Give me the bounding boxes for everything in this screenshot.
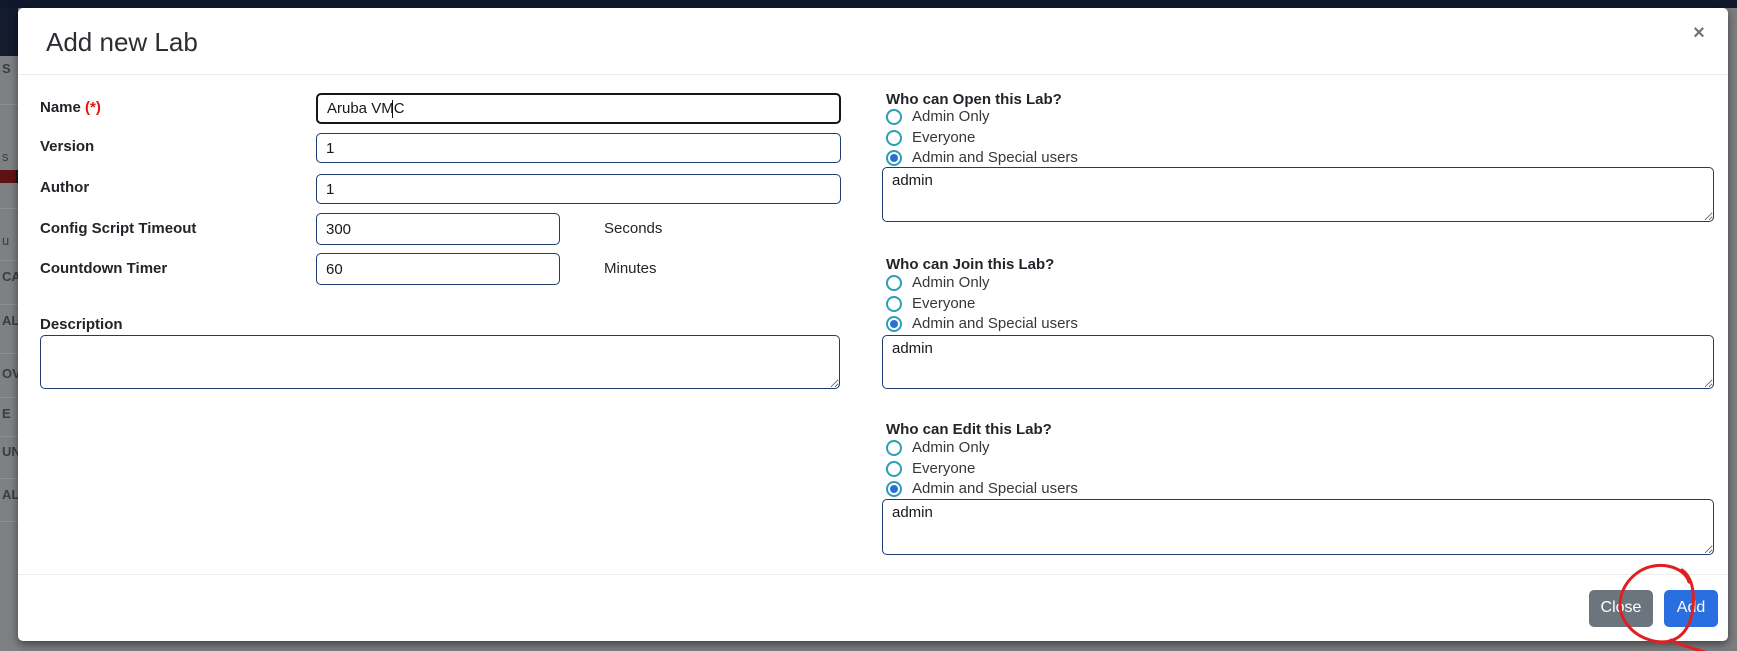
radio-selected-icon[interactable]: [886, 480, 902, 497]
join-admin-only-radio[interactable]: Admin Only: [886, 274, 990, 291]
radio-selected-icon[interactable]: [886, 315, 902, 332]
radio-icon[interactable]: [886, 274, 902, 291]
name-label-text: Name: [40, 99, 81, 116]
who-can-edit-heading: Who can Edit this Lab?: [886, 421, 1052, 438]
countdown-timer-label: Countdown Timer: [40, 260, 168, 277]
sidebar-divider: [0, 260, 18, 261]
sidebar-item-fragment: E: [2, 407, 11, 421]
sidebar-item-fragment: CA: [2, 270, 18, 284]
author-label: Author: [40, 179, 90, 196]
radio-label: Admin and Special users: [912, 315, 1078, 332]
radio-icon[interactable]: [886, 108, 902, 125]
sidebar-item-fragment: AL: [2, 314, 18, 328]
radio-icon[interactable]: [886, 129, 902, 146]
radio-label: Everyone: [912, 295, 976, 312]
sidebar-item-fragment: s: [2, 150, 9, 164]
config-script-timeout-input[interactable]: [316, 213, 560, 245]
required-mark: (*): [85, 99, 101, 116]
open-everyone-radio[interactable]: Everyone: [886, 129, 975, 146]
radio-label: Admin and Special users: [912, 480, 1078, 497]
open-admin-special-radio[interactable]: Admin and Special users: [886, 149, 1078, 166]
sidebar-red-badge-fragment: [0, 170, 18, 183]
sidebar-divider: [0, 304, 18, 305]
close-icon[interactable]: ×: [1686, 20, 1712, 46]
add-button[interactable]: Add: [1664, 589, 1718, 627]
radio-label: Admin and Special users: [912, 149, 1078, 166]
sidebar-logo-area: [0, 8, 18, 56]
radio-icon[interactable]: [886, 295, 902, 312]
sidebar-divider: [0, 353, 18, 354]
radio-label: Everyone: [912, 460, 976, 477]
sidebar-divider: [0, 521, 18, 522]
version-input[interactable]: [316, 133, 841, 163]
sidebar-item-fragment: u: [2, 234, 10, 248]
edit-everyone-radio[interactable]: Everyone: [886, 460, 975, 477]
version-label: Version: [40, 138, 95, 155]
sidebar-divider: [0, 104, 18, 105]
config-script-timeout-label: Config Script Timeout: [40, 220, 197, 237]
open-users-textarea[interactable]: admin: [882, 167, 1714, 222]
modal-footer: Close Add: [18, 574, 1728, 641]
modal-title: Add new Lab: [46, 27, 198, 57]
open-admin-only-radio[interactable]: Admin Only: [886, 108, 990, 125]
seconds-unit-label: Seconds: [604, 220, 663, 237]
name-label: Name (*): [40, 99, 101, 116]
sidebar-divider: [0, 436, 18, 437]
radio-icon[interactable]: [886, 439, 902, 456]
background-top-navbar: [0, 0, 1737, 8]
modal-header: Add new Lab ×: [18, 8, 1728, 75]
who-can-join-heading: Who can Join this Lab?: [886, 256, 1055, 273]
background-sidebar: S s u CA AL OV E UN AL: [0, 8, 18, 651]
edit-admin-special-radio[interactable]: Admin and Special users: [886, 480, 1078, 497]
sidebar-divider: [0, 397, 18, 398]
radio-label: Admin Only: [912, 108, 990, 125]
sidebar-item-fragment: UN: [2, 445, 18, 459]
radio-label: Admin Only: [912, 274, 990, 291]
text-caret: [392, 100, 393, 118]
countdown-timer-input[interactable]: [316, 253, 560, 285]
description-textarea[interactable]: [40, 335, 840, 389]
radio-label: Admin Only: [912, 439, 990, 456]
sidebar-item-fragment: S: [2, 62, 11, 76]
who-can-open-heading: Who can Open this Lab?: [886, 91, 1062, 108]
join-everyone-radio[interactable]: Everyone: [886, 295, 975, 312]
edit-users-textarea[interactable]: admin: [882, 499, 1714, 555]
join-admin-special-radio[interactable]: Admin and Special users: [886, 315, 1078, 332]
description-label: Description: [40, 316, 123, 333]
join-users-textarea[interactable]: admin: [882, 335, 1714, 389]
author-input[interactable]: [316, 174, 841, 204]
minutes-unit-label: Minutes: [604, 260, 657, 277]
sidebar-item-fragment: OV: [2, 367, 18, 381]
add-new-lab-modal: Add new Lab × Name (*) Version Author Co…: [18, 8, 1728, 641]
radio-label: Everyone: [912, 129, 976, 146]
name-input[interactable]: [316, 93, 841, 124]
edit-admin-only-radio[interactable]: Admin Only: [886, 439, 990, 456]
close-button[interactable]: Close: [1589, 589, 1653, 627]
sidebar-divider: [0, 208, 18, 209]
sidebar-divider: [0, 478, 18, 479]
radio-icon[interactable]: [886, 460, 902, 477]
radio-selected-icon[interactable]: [886, 149, 902, 166]
sidebar-item-fragment: AL: [2, 488, 18, 502]
